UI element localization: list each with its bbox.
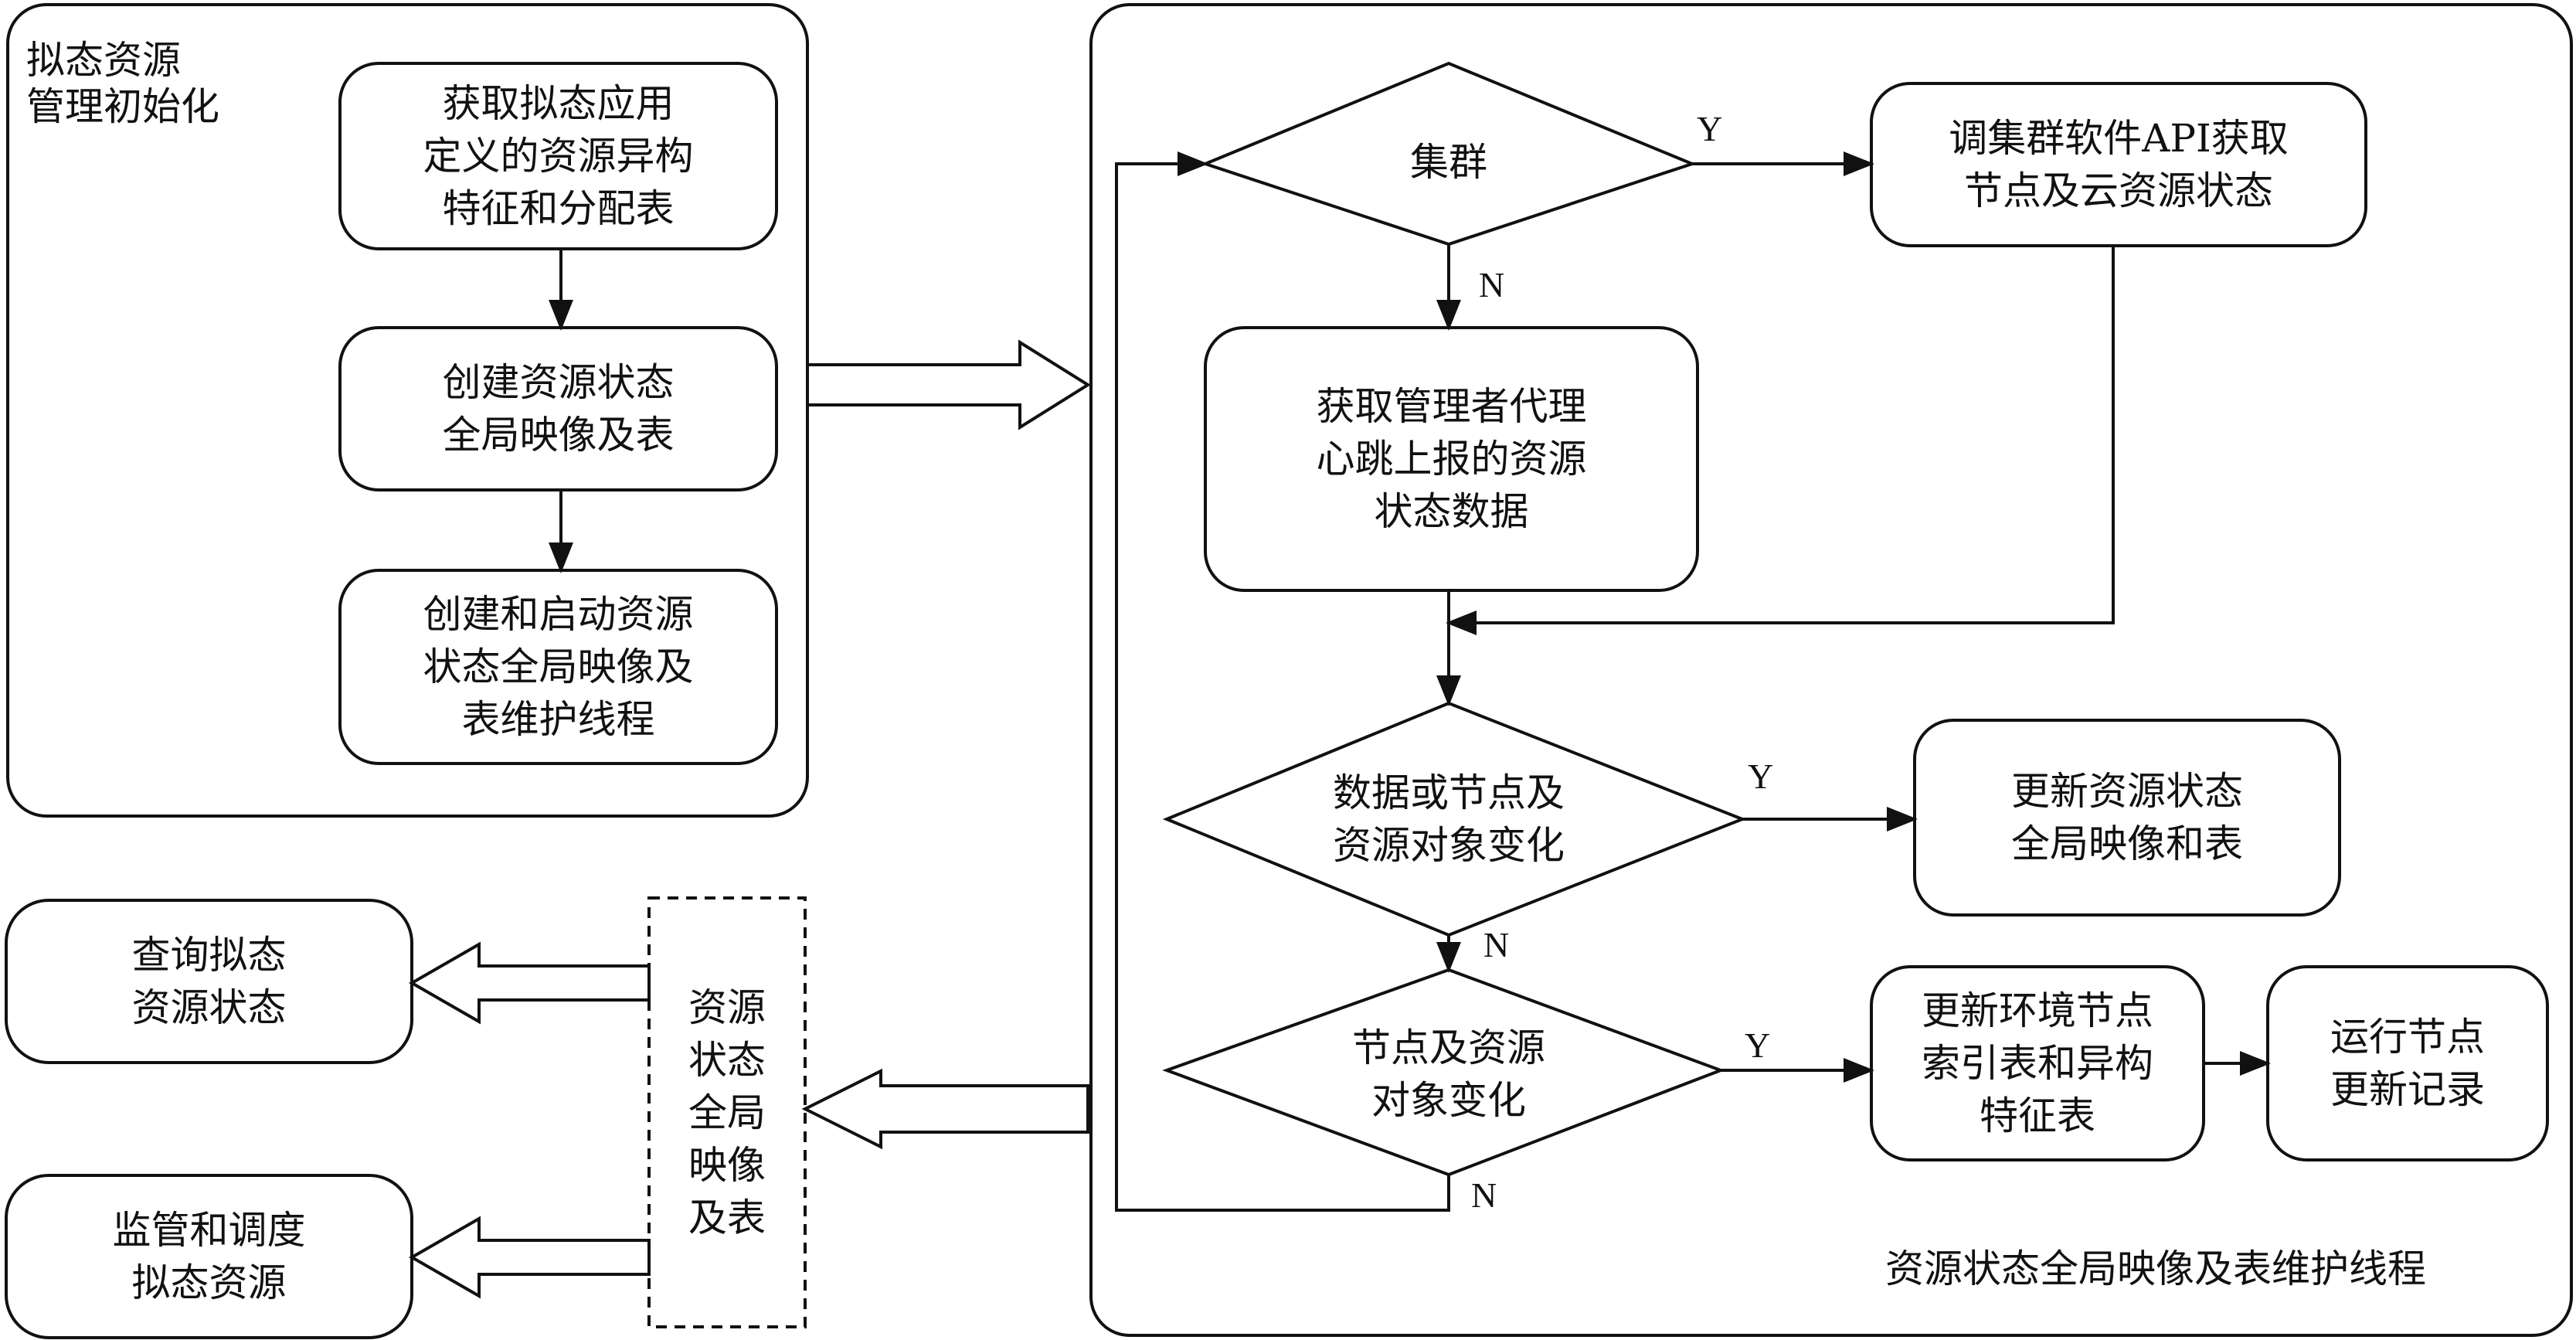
supervise-label: 监管和调度 拟态资源 [112,1208,306,1305]
run-node-update-label: 运行节点 更新记录 [2330,1015,2485,1112]
hollow-arrow-to-supervise [408,1216,651,1299]
maintenance-panel-caption: 资源状态全局映像及表维护线程 [1885,1246,2426,1291]
edge-api-merge [1446,246,2115,635]
edge-node-no-loop [1115,151,1450,1212]
label-cluster-yes: Y [1697,109,1723,148]
label-cluster-no: N [1479,265,1505,304]
init-panel [6,3,809,818]
hollow-arrow-to-query [408,941,651,1025]
label-data-yes: Y [1748,757,1774,796]
global-store-label: 资源 状态 全局 映像 及表 [688,985,766,1240]
decision-cluster-label: 集群 [1410,140,1487,185]
query-label: 查询拟态 资源状态 [131,933,287,1030]
global-store-box [647,896,807,1328]
label-data-no: N [1483,925,1510,964]
init-panel-title: 拟态资源 管理初始化 [26,38,219,129]
init-step1-label: 获取拟态应用 定义的资源异构 特征和分配表 [423,81,694,231]
init-step1-box [338,62,778,250]
init-step3-label: 创建和启动资源 状态全局映像及 表维护线程 [423,592,694,742]
agent-heartbeat-label: 获取管理者代理 心跳上报的资源 状态数据 [1316,384,1587,534]
update-global-label: 更新资源状态 全局映像和表 [2011,769,2243,866]
hollow-arrow-to-store [801,1068,1089,1150]
maintenance-panel [1089,3,2573,1337]
hollow-arrow-to-thread [806,339,1091,430]
cluster-api-label: 调集群软件API获取 节点及云资源状态 [1949,116,2289,213]
decision-data-change-label: 数据或节点及 资源对象变化 [1333,770,1565,868]
update-index-label: 更新环境节点 索引表和异构 特征表 [1922,988,2153,1138]
decision-node-change-label: 节点及资源 对象变化 [1352,1025,1545,1123]
init-step2-label: 创建资源状态 全局映像及表 [442,360,675,457]
label-node-no: N [1471,1175,1497,1215]
label-node-yes: Y [1745,1025,1771,1065]
